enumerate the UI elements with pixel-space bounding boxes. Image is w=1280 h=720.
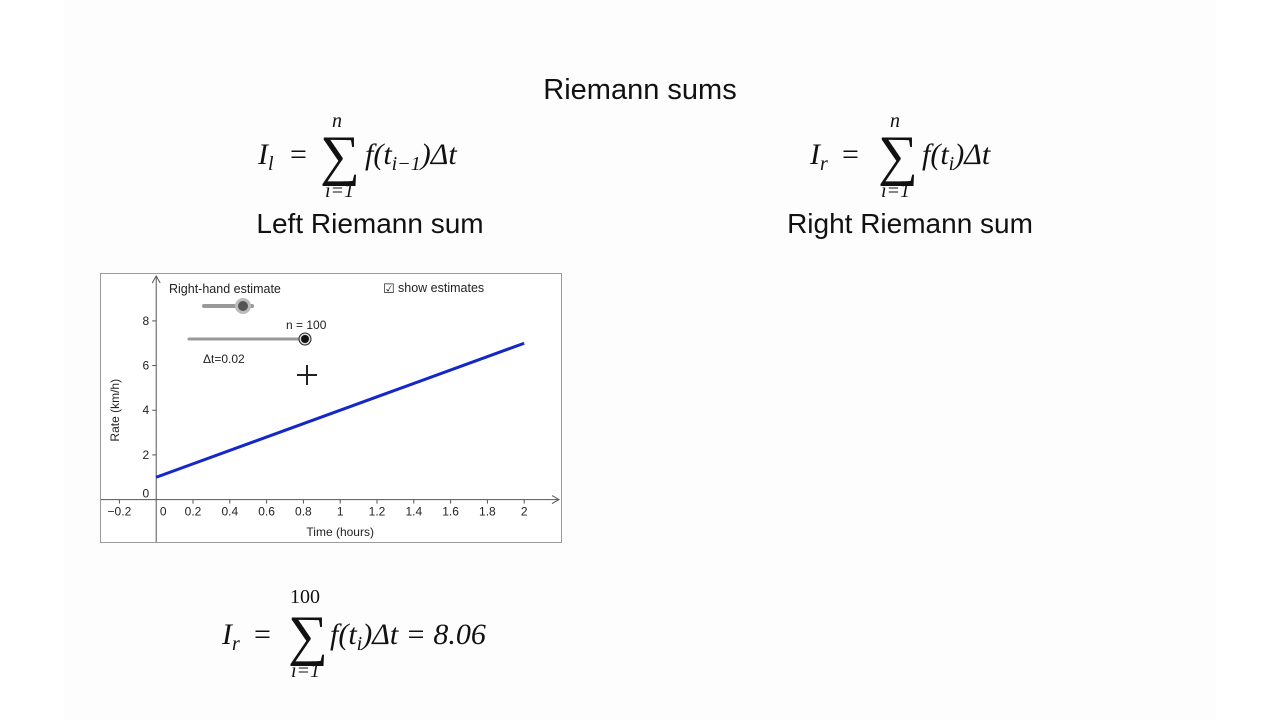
x-tick-label: 0.2 <box>185 505 202 519</box>
x-axis-label: Time (hours) <box>306 525 374 539</box>
right-sigma-icon: ∑ <box>878 125 918 187</box>
right-riemann-formula: Ir = n ∑ i=1 f(ti)Δt <box>810 110 1030 202</box>
series-line <box>155 341 525 479</box>
x-tick-label: 1.8 <box>479 505 496 519</box>
left-upper-limit: n <box>332 110 342 132</box>
left-sigma-icon: ∑ <box>320 125 360 187</box>
show-estimates-checkbox: ☑ <box>383 281 395 296</box>
show-estimates-label: show estimates <box>398 281 484 295</box>
n-label: n = 100 <box>286 318 327 332</box>
x-tick-label: 1 <box>337 505 344 519</box>
right-upper-limit: n <box>890 110 900 132</box>
y-tick-label: 4 <box>143 403 150 417</box>
right-equals: = <box>842 138 859 171</box>
result-formula: Ir = 100 ∑ i=1 f(ti)Δt = 8.06 <box>222 586 542 682</box>
x-tick-label: 1.2 <box>369 505 386 519</box>
x-tick-label: −0.2 <box>108 505 132 519</box>
x-tick-label: 0.6 <box>258 505 275 519</box>
rate-time-chart[interactable]: −0.2 0 0.2 0.4 0.6 0.8 1 1.2 1.4 1.6 1.8 2 0 2 4 6 8Time… <box>101 274 561 542</box>
dt-label: Δt=0.02 <box>203 352 245 366</box>
right-caption: Right Riemann sum <box>787 208 1033 239</box>
right-summand: f(ti)Δt <box>922 138 991 175</box>
slide-title: Riemann sums <box>543 74 737 106</box>
y-axis-label: Rate (km/h) <box>108 379 122 442</box>
result-summand: f(ti)Δt = 8.06 <box>330 618 486 655</box>
x-tick-label: 0 <box>160 505 167 519</box>
left-riemann-formula: Il = n ∑ i=1 f(ti−1)Δt <box>258 110 498 202</box>
y-tick-label: 2 <box>143 448 150 462</box>
right-lhs: Ir <box>810 138 828 175</box>
x-tick-label: 0.4 <box>221 505 238 519</box>
left-equals: = <box>290 138 307 171</box>
y-tick-label: 0 <box>143 487 150 501</box>
crosshair-move-icon <box>296 364 318 386</box>
left-caption: Left Riemann sum <box>256 208 484 239</box>
estimate-label: Right-hand estimate <box>169 282 281 296</box>
x-axis-arrow-icon <box>551 495 561 505</box>
result-lhs: Ir <box>222 618 240 655</box>
n-slider-handle[interactable] <box>301 335 309 343</box>
result-sigma-icon: ∑ <box>288 605 328 667</box>
estimate-slider-handle[interactable] <box>238 301 248 311</box>
left-lower-limit: i=1 <box>325 180 355 202</box>
y-axis-arrow-icon <box>151 274 161 284</box>
right-lower-limit: i=1 <box>881 180 911 202</box>
y-tick-label: 8 <box>143 314 150 328</box>
result-upper-limit: 100 <box>290 586 320 608</box>
left-summand: f(ti−1)Δt <box>365 138 457 175</box>
x-tick-label: 1.6 <box>442 505 459 519</box>
result-equals: = <box>254 618 271 651</box>
x-tick-label: 1.4 <box>405 505 422 519</box>
x-tick-label: 2 <box>521 505 528 519</box>
y-tick-label: 6 <box>143 359 150 373</box>
result-lower-limit: i=1 <box>291 660 321 682</box>
left-lhs: Il <box>258 138 274 175</box>
x-tick-label: 0.8 <box>295 505 312 519</box>
